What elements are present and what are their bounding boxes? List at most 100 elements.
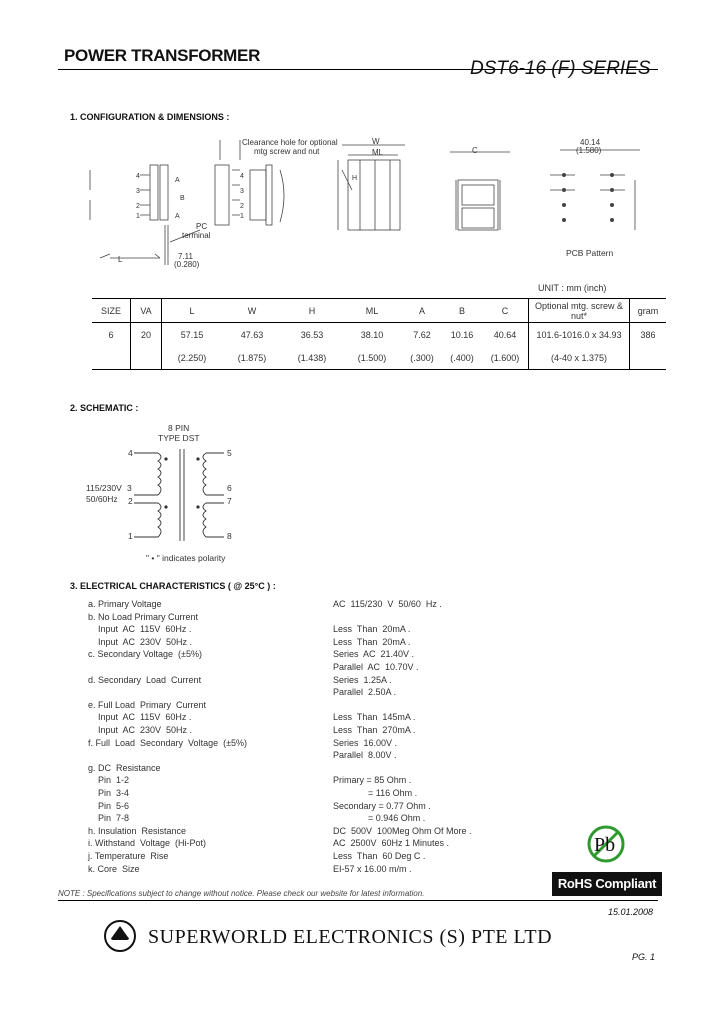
pin-8: 8 (227, 531, 232, 541)
cell: 7.62 (413, 330, 431, 340)
cell (92, 347, 131, 370)
elec-value: Less Than 20mA . (333, 624, 411, 635)
elec-label: g. DC Resistance (88, 762, 161, 773)
th-w: W (222, 298, 282, 323)
pcb-pattern-label: PCB Pattern (566, 248, 614, 258)
th-c: C (482, 298, 529, 323)
pb-free-icon: Pb (587, 825, 625, 863)
elec-label: e. Full Load Primary Current (88, 699, 207, 710)
cell: 36.53 (300, 330, 324, 340)
cell: 57.15 (180, 330, 204, 340)
elec-label: d. Secondary Load Current (88, 674, 202, 685)
elec-label: h. Insulation Resistance (88, 825, 187, 836)
schematic-drawing (134, 449, 224, 541)
section3-heading: 3. ELECTRICAL CHARACTERISTICS ( @ 25°C )… (70, 581, 276, 591)
elec-label: Pin 7-8 (88, 813, 130, 824)
cell: (.300) (402, 347, 442, 370)
th-va: VA (130, 298, 162, 323)
svg-text:4: 4 (136, 173, 140, 180)
svg-text:B: B (180, 195, 185, 202)
pin-2: 2 (128, 496, 133, 506)
elec-label: Pin 5-6 (88, 800, 130, 811)
polarity-note: " • " indicates polarity (146, 553, 226, 563)
cell: 101.6-1016.0 x 34.93 (528, 322, 630, 347)
elec-value: Series 16.00V . (333, 737, 398, 748)
svg-text:3: 3 (136, 188, 140, 195)
section1-heading: 1. CONFIGURATION & DIMENSIONS : (70, 112, 230, 122)
th-mtg: Optional mtg. screw & nut* (528, 298, 630, 323)
th-gram: gram (629, 298, 666, 323)
elec-label: Pin 1-2 (88, 775, 130, 786)
th-b: B (442, 298, 482, 323)
pin-5: 5 (227, 448, 232, 458)
rohs-badge: RoHS Compliant (552, 872, 662, 896)
dim-711: 7.11 (178, 252, 193, 261)
svg-text:H: H (352, 175, 357, 182)
elec-value: = 0.946 Ohm . (333, 813, 426, 824)
elec-value: Primary = 85 Ohm . (333, 775, 412, 786)
elec-label: c. Secondary Voltage (±5%) (88, 649, 202, 660)
cell: 40.64 (482, 322, 529, 347)
svg-text:2: 2 (240, 203, 244, 210)
cell: (1.438) (282, 347, 342, 370)
pin-6: 6 (227, 483, 232, 493)
elec-label: Input AC 115V 60Hz . (88, 712, 192, 723)
cell: 6 (92, 322, 131, 347)
svg-text:4: 4 (240, 173, 244, 180)
doc-date: 15.01.2008 (608, 907, 654, 917)
elec-value: Less Than 20mA . (333, 636, 411, 647)
dim-w: W (372, 137, 380, 146)
schematic-frequency: 50/60Hz (86, 494, 118, 504)
th-ml: ML (342, 298, 402, 323)
elec-value: DC 500V 100Meg Ohm Of More . (333, 825, 472, 836)
footer-note: NOTE : Specifications subject to change … (58, 889, 425, 898)
dim-l: L (118, 255, 123, 264)
cell: 47.63 (240, 330, 264, 340)
schematic-pin-count: 8 PIN (168, 423, 190, 433)
company-logo-icon (104, 920, 136, 952)
dim-0280: (0.280) (174, 260, 200, 269)
svg-text:3: 3 (240, 188, 244, 195)
schematic-type: TYPE DST (158, 433, 200, 443)
th-h: H (282, 298, 342, 323)
th-size: SIZE (92, 298, 131, 323)
elec-value: EI-57 x 16.00 m/m . (333, 863, 412, 874)
elec-label: b. No Load Primary Current (88, 611, 199, 622)
cell: (.400) (442, 347, 482, 370)
elec-value: AC 2500V 60Hz 1 Minutes . (333, 838, 450, 849)
clearance-note-2: mtg screw and nut (254, 147, 320, 156)
company-name: SUPERWORLD ELECTRONICS (S) PTE LTD (148, 926, 553, 948)
unit-label: UNIT : mm (inch) (538, 283, 607, 293)
elec-label: f. Full Load Secondary Voltage (±5%) (88, 737, 248, 748)
doc-title: POWER TRANSFORMER (64, 46, 261, 65)
elec-value: Series AC 21.40V . (333, 649, 415, 660)
th-a: A (402, 298, 442, 323)
section2-heading: 2. SCHEMATIC : (70, 403, 139, 413)
svg-text:A: A (175, 177, 180, 184)
cell: (1.600) (482, 347, 529, 370)
dim-4014: 40.14 (580, 138, 601, 147)
svg-text:2: 2 (136, 203, 140, 210)
dimensions-table: SIZE VA L W H ML A B C Optional mtg. scr… (92, 298, 666, 370)
elec-label: k. Core Size (88, 863, 140, 874)
elec-label: Input AC 230V 50Hz . (88, 725, 193, 735)
cell: (4-40 x 1.375) (528, 347, 630, 370)
cell: (1.875) (222, 347, 282, 370)
elec-value: Less Than 60 Deg C . (333, 851, 426, 861)
elec-value: Parallel 2.50A . (333, 687, 397, 698)
elec-value: Less Than 270mA . (333, 725, 416, 735)
th-l: L (161, 298, 222, 323)
elec-value: = 116 Ohm . (333, 788, 418, 798)
elec-value: AC 115/230 V 50/60 Hz . (333, 599, 442, 609)
page-number: PG. 1 (632, 952, 656, 962)
cell (629, 347, 666, 370)
elec-label: i. Withstand Voltage (Hi-Pot) (88, 838, 207, 849)
svg-text:1: 1 (136, 213, 140, 220)
elec-label: j. Temperature Rise (88, 851, 169, 861)
cell: (2.250) (161, 347, 222, 370)
clearance-note-1: Clearance hole for optional (242, 138, 338, 147)
elec-label: Input AC 115V 60Hz . (88, 624, 192, 635)
cell: (1.500) (342, 347, 402, 370)
elec-label: a. Primary Voltage (88, 599, 162, 609)
